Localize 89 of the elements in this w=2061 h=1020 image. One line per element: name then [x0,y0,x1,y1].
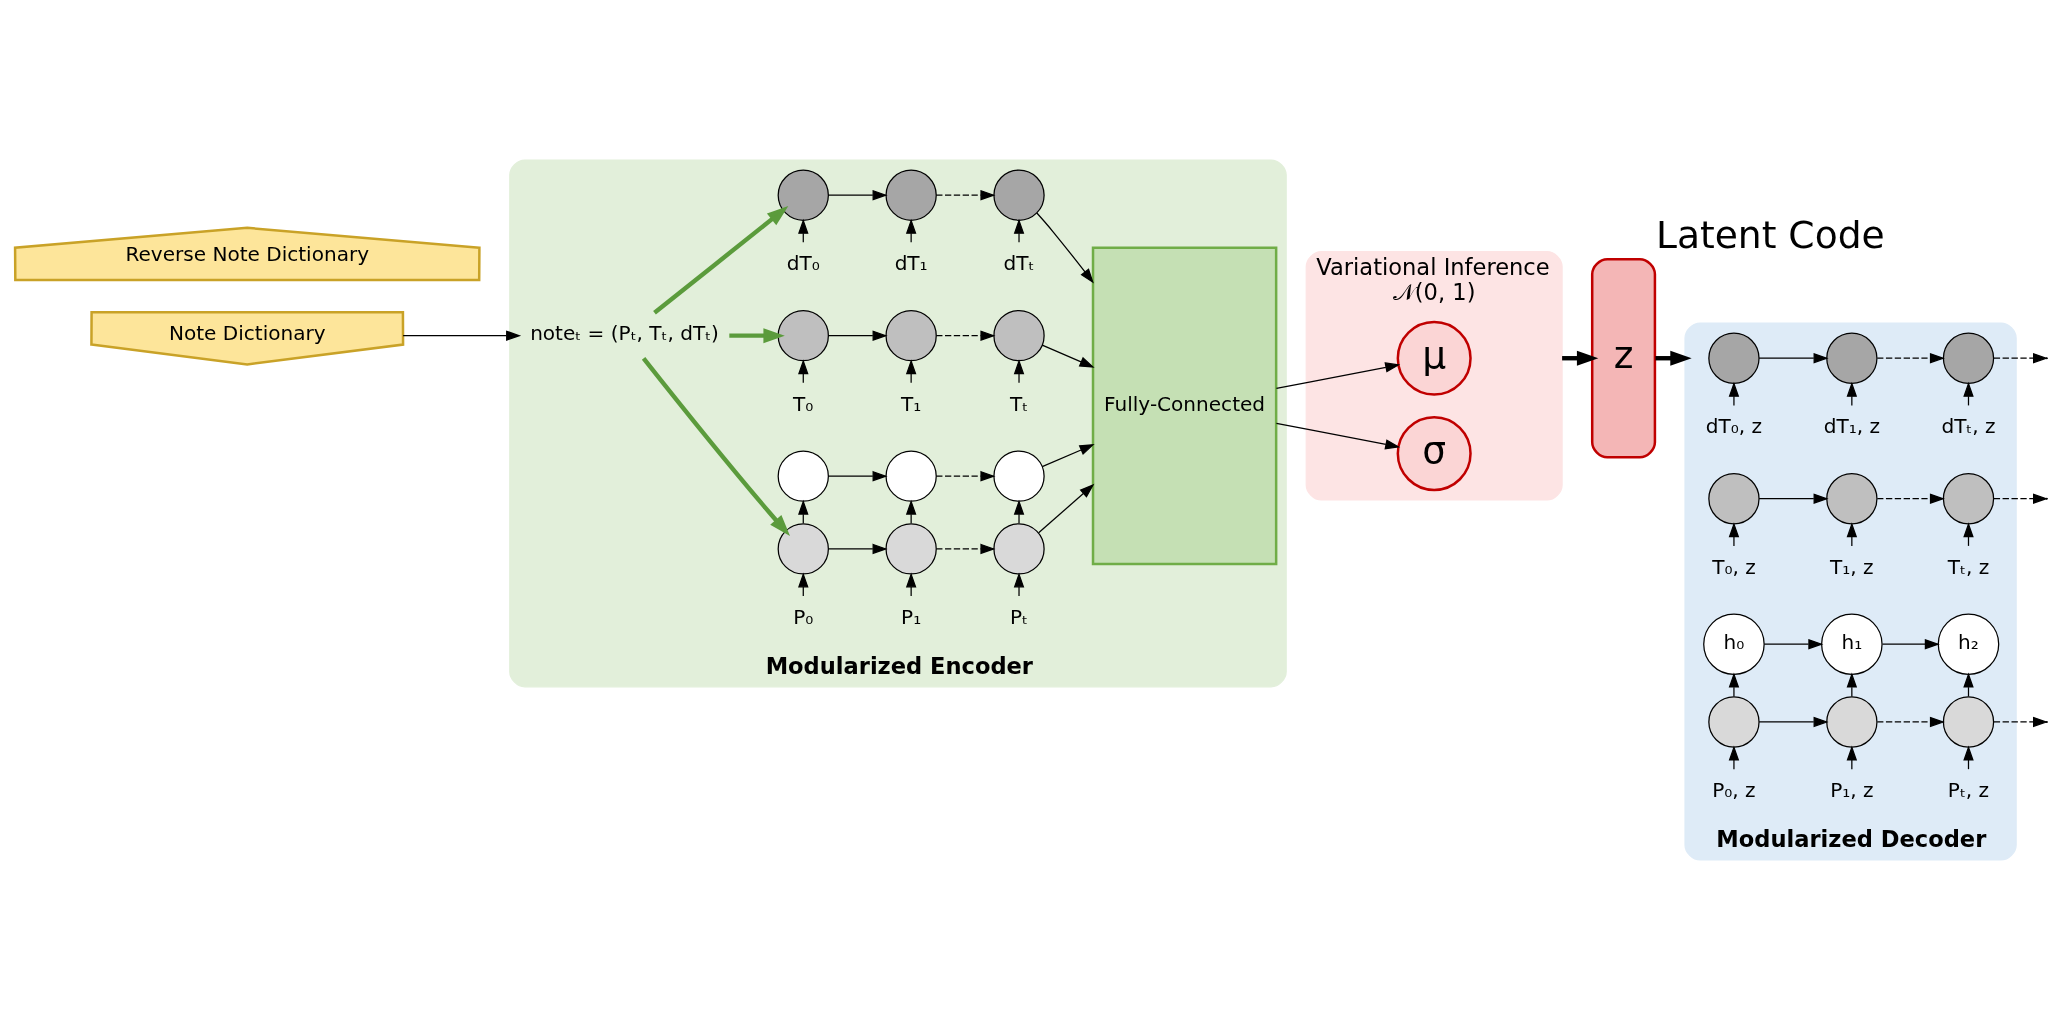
node-circle [992,309,1045,362]
arrow [1876,716,1945,728]
arrow [1992,493,2048,504]
node-circle [884,523,937,575]
node-circle [777,450,829,502]
arrow [1876,493,1945,504]
arrow [905,499,916,524]
node-circle [1707,473,1760,525]
arrow [1035,212,1094,284]
node-text: Tₜ, z [1947,554,1989,579]
node-text: dT₀, z [1705,414,1762,439]
arrow [1041,444,1095,468]
arrow [935,543,995,555]
node-text: dTₜ, z [1940,414,1996,439]
arrow [935,330,995,341]
arrow [1881,638,1940,650]
arrow [1728,672,1739,698]
node-box: z [1590,257,1656,459]
arrow [827,543,888,555]
arrow [1013,218,1024,243]
node-circle [1825,473,1878,525]
node-circle [1825,332,1878,384]
arrow [402,330,521,341]
node-text: P₀ [792,604,813,629]
arrow [827,330,888,341]
node-text: P₁, z [1829,777,1874,802]
node-box: Fully-Connected [1091,246,1277,566]
node-text: Pₜ [1009,604,1028,629]
node-text: Pₜ, z [1947,777,1989,802]
node-text: noteₜ = (Pₜ, Tₜ, dTₜ) [529,321,719,346]
arrow [827,470,888,482]
node-circle: σ [1396,415,1472,492]
node-text: Tₜ [1009,391,1028,416]
node-circle [884,169,937,221]
node-circle [1707,332,1760,384]
arrow [1013,572,1024,597]
arrow [1992,716,2048,728]
node-circle [992,169,1045,221]
arrow [1275,362,1400,390]
node-text: dT₀ [786,251,820,276]
node-circle [1942,696,1994,748]
node-circle [777,169,829,221]
arrow [935,470,995,482]
node-text: dT₁, z [1823,414,1880,439]
arrow [1992,352,2048,364]
arrow [1041,344,1095,368]
arrow [905,572,916,597]
arrow [905,359,916,384]
node-circle [884,309,937,362]
arrow [1757,493,1829,504]
node-circle [1942,332,1994,384]
arrow [1275,422,1400,450]
node-text: P₁ [900,604,921,629]
node-text: T₀ [792,391,813,416]
arrow [641,356,790,536]
arrow [728,328,785,344]
node-circle: μ [1396,320,1472,396]
node-circle [1825,696,1878,748]
node-circle: h₀ [1702,613,1765,676]
node-text: T₁, z [1829,554,1874,579]
arrow [1728,745,1739,770]
arrow [1037,483,1094,534]
arrow [1013,499,1024,524]
arrow [905,218,916,243]
arrow [1876,352,1945,364]
arrow [1757,716,1829,728]
node-circle [1707,696,1760,748]
node-circle [992,450,1045,502]
arrow [1757,352,1829,364]
arrow [935,189,995,201]
arrow [1013,359,1024,384]
node-label: Latent Code [1655,212,1885,257]
node-circle [992,523,1045,575]
arrow [827,189,888,201]
node-text: dTₜ [1003,251,1034,276]
node-text: P₀, z [1711,777,1756,802]
node-text: dT₁ [894,251,928,276]
arrow [1763,638,1823,650]
node-circle [1942,473,1994,525]
arrow [1728,522,1739,547]
arrow [652,206,788,315]
node-circle [884,450,937,502]
node-circle [777,309,829,362]
node-text: T₀, z [1711,554,1756,579]
node-circle: h₁ [1820,613,1883,676]
arrow [1728,381,1739,407]
node-text: T₁ [900,391,921,416]
node-circle: h₂ [1937,613,1999,676]
node-circle [777,523,829,575]
